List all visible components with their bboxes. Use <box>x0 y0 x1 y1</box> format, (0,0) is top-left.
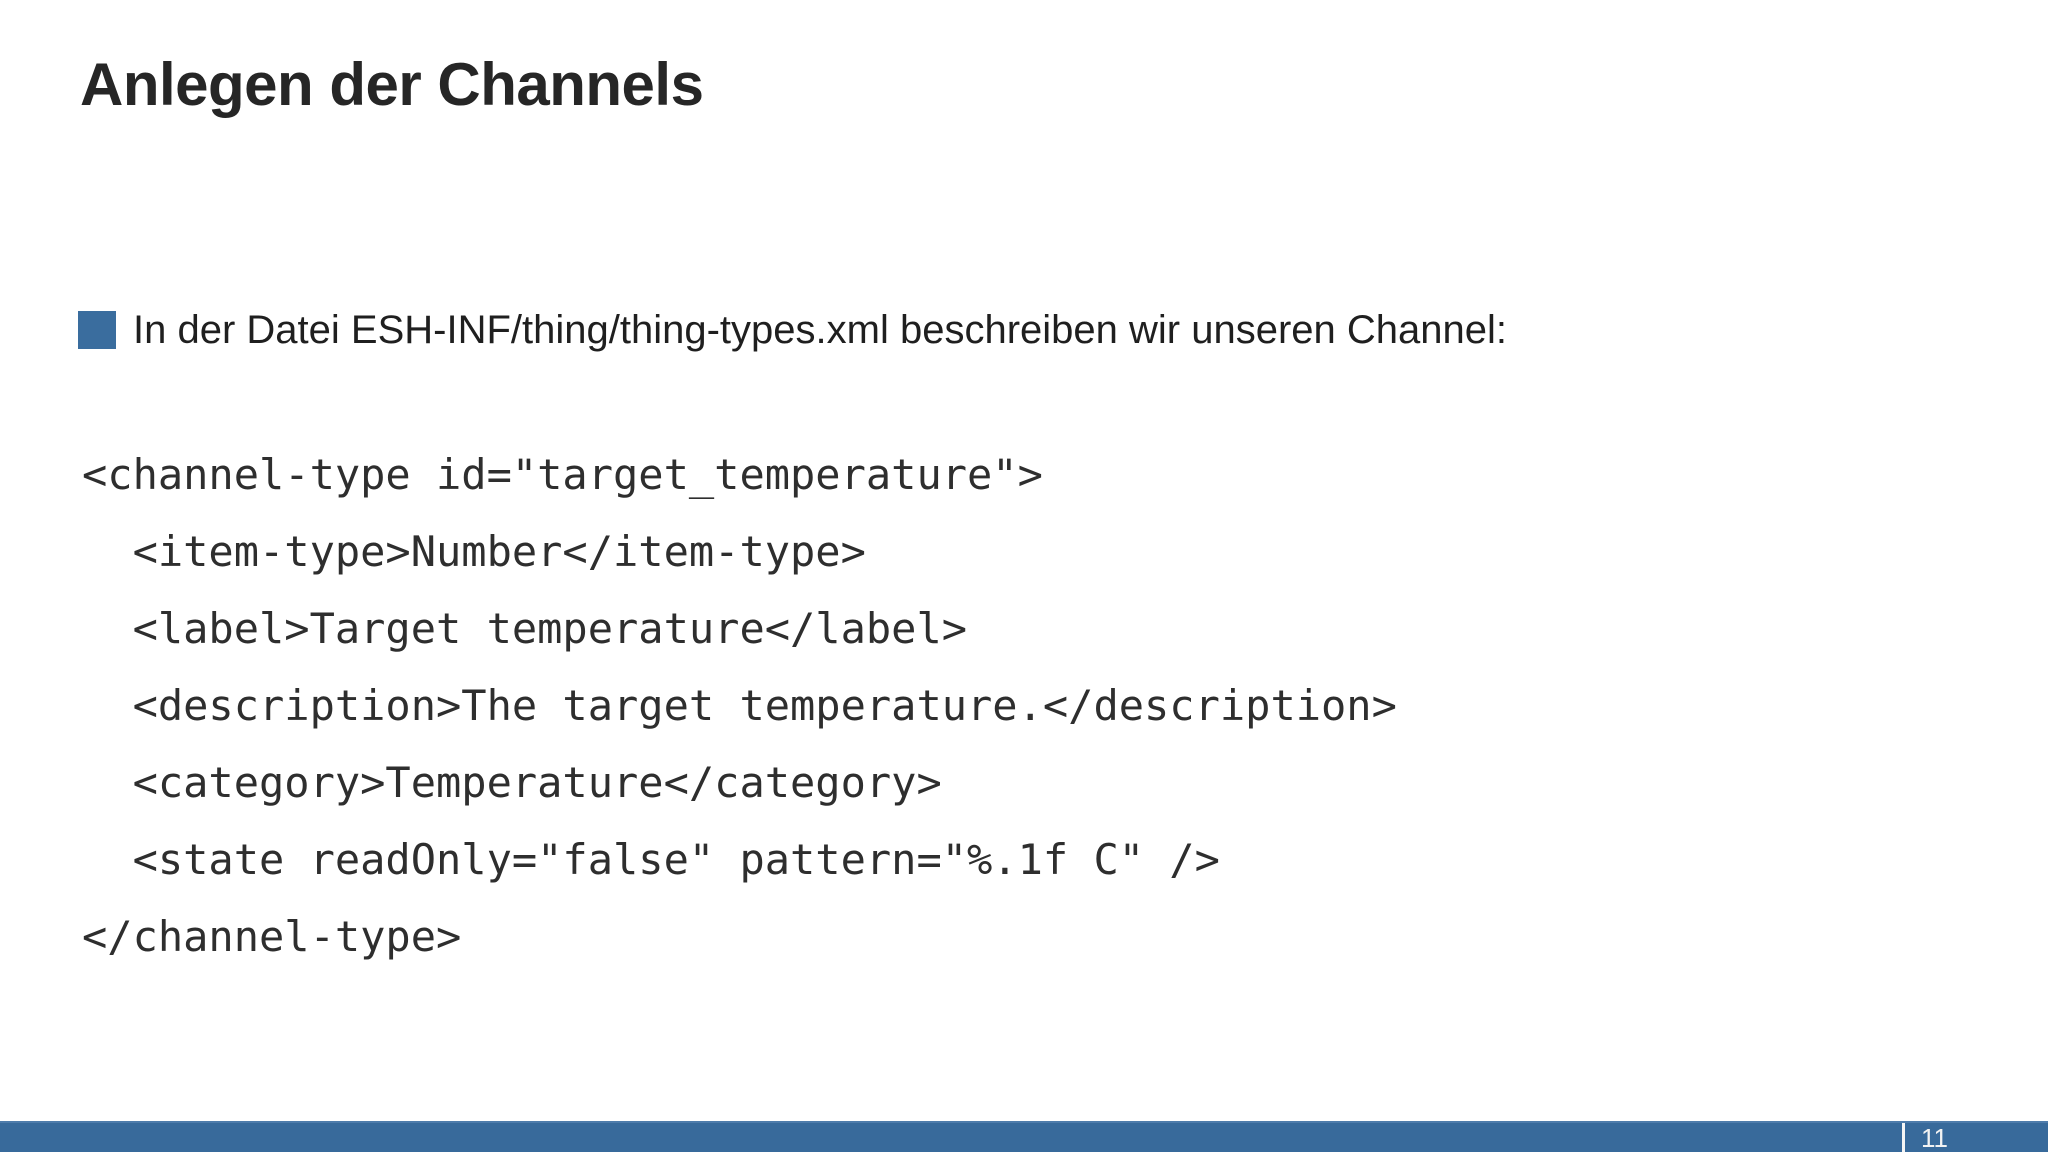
code-block: <channel-type id="target_temperature"> <… <box>82 436 1397 975</box>
code-line: <category>Temperature</category> <box>82 758 942 807</box>
page-title: Anlegen der Channels <box>80 51 704 118</box>
code-line: <description>The target temperature.</de… <box>82 681 1397 730</box>
code-line: <item-type>Number</item-type> <box>82 527 866 576</box>
code-line: <label>Target temperature</label> <box>82 604 968 653</box>
page-number: 11 <box>1921 1123 1948 1152</box>
footer-divider <box>1902 1123 1905 1152</box>
bullet-item: In der Datei ESH-INF/thing/thing-types.x… <box>78 306 1507 354</box>
footer-bar: 11 <box>0 1121 2048 1152</box>
code-line: <channel-type id="target_temperature"> <box>82 450 1043 499</box>
code-line: <state readOnly="false" pattern="%.1f C"… <box>82 835 1220 884</box>
code-line: </channel-type> <box>82 912 462 961</box>
bullet-square-icon <box>78 311 116 349</box>
bullet-text: In der Datei ESH-INF/thing/thing-types.x… <box>133 307 1507 352</box>
